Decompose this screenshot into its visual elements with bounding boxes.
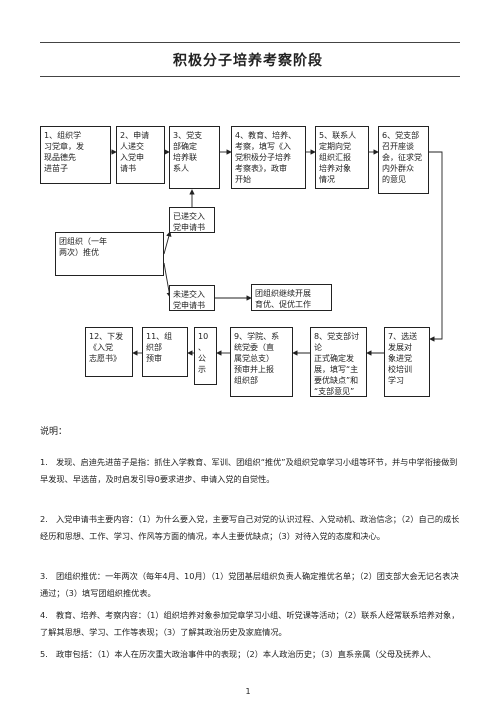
flow-step-9: 9、学院、系 统党委（直 属党总支） 预审并上报 组织部 [230, 327, 293, 397]
flow-step-3: 3、党支 部确定 培养联 系人 [169, 126, 220, 189]
note-5: 5. 政审包括：（1）本人在历次重大政治事件中的表现；（2）本人政治历史；（3）… [40, 649, 436, 659]
note-2: 2. 入党申请书主要内容：（1）为什么要入党，主要写自己对党的认识过程、入党动机… [40, 514, 460, 541]
flow-step-4: 4、教育、培养、 考察，填写《入 党积极分子培养 考察表》，政审 开始 [231, 126, 306, 189]
league-continue-box: 团组织继续开展 育优、促优工作 [251, 284, 332, 311]
flow-step-1: 1、组织学 习党章，发 现品德先 进苗子 [40, 126, 111, 184]
note-1: 1. 发现、启迪先进苗子是指：抓住入学教育、军训、团组织“推优”及组织党章学习小… [40, 457, 458, 484]
page-number: 1 [245, 687, 251, 696]
notes-label: 说明： [40, 427, 68, 437]
flow-step-11: 11、组 织部 预审 [142, 327, 188, 377]
flow-step-6: 6、党支部 召开座谈 会，征求党 内外群众 的意见 [378, 126, 429, 194]
flow-step-12: 12、下发 《入党 志愿书》 [85, 327, 133, 377]
not-applied-box: 未递交入 党申请书 [169, 285, 215, 311]
title-rule [40, 76, 460, 77]
note-4: 4. 教育、培养、考察内容：（1）组织培养对象参加党章学习小组、听党课等活动；（… [40, 610, 460, 637]
applied-box: 已递交入 党申请书 [169, 207, 215, 233]
header-rule [40, 42, 460, 43]
flow-step-2: 2、申请 人递交 入党申 请书 [116, 126, 165, 184]
page-title: 积极分子培养考察阶段 [173, 53, 323, 69]
flow-step-8: 8、党支部讨论 正式确定发 展，填写“主 要优缺点”和 “支部意见” [310, 327, 367, 397]
flow-step-10: 10 、 公 示 [194, 327, 217, 385]
note-3: 3. 团组织推优：一年两次（每年4月、10月）（1）党团基层组织负责人确定推优名… [40, 571, 459, 598]
flow-step-7: 7、选送 发展对 象进党 校培训 学习 [384, 327, 430, 397]
league-recommend-box: 团组织（一年 两次）推优 [55, 232, 164, 276]
flow-step-5: 5、联系人 定期向党 组织汇报 培养对象 情况 [315, 126, 369, 189]
